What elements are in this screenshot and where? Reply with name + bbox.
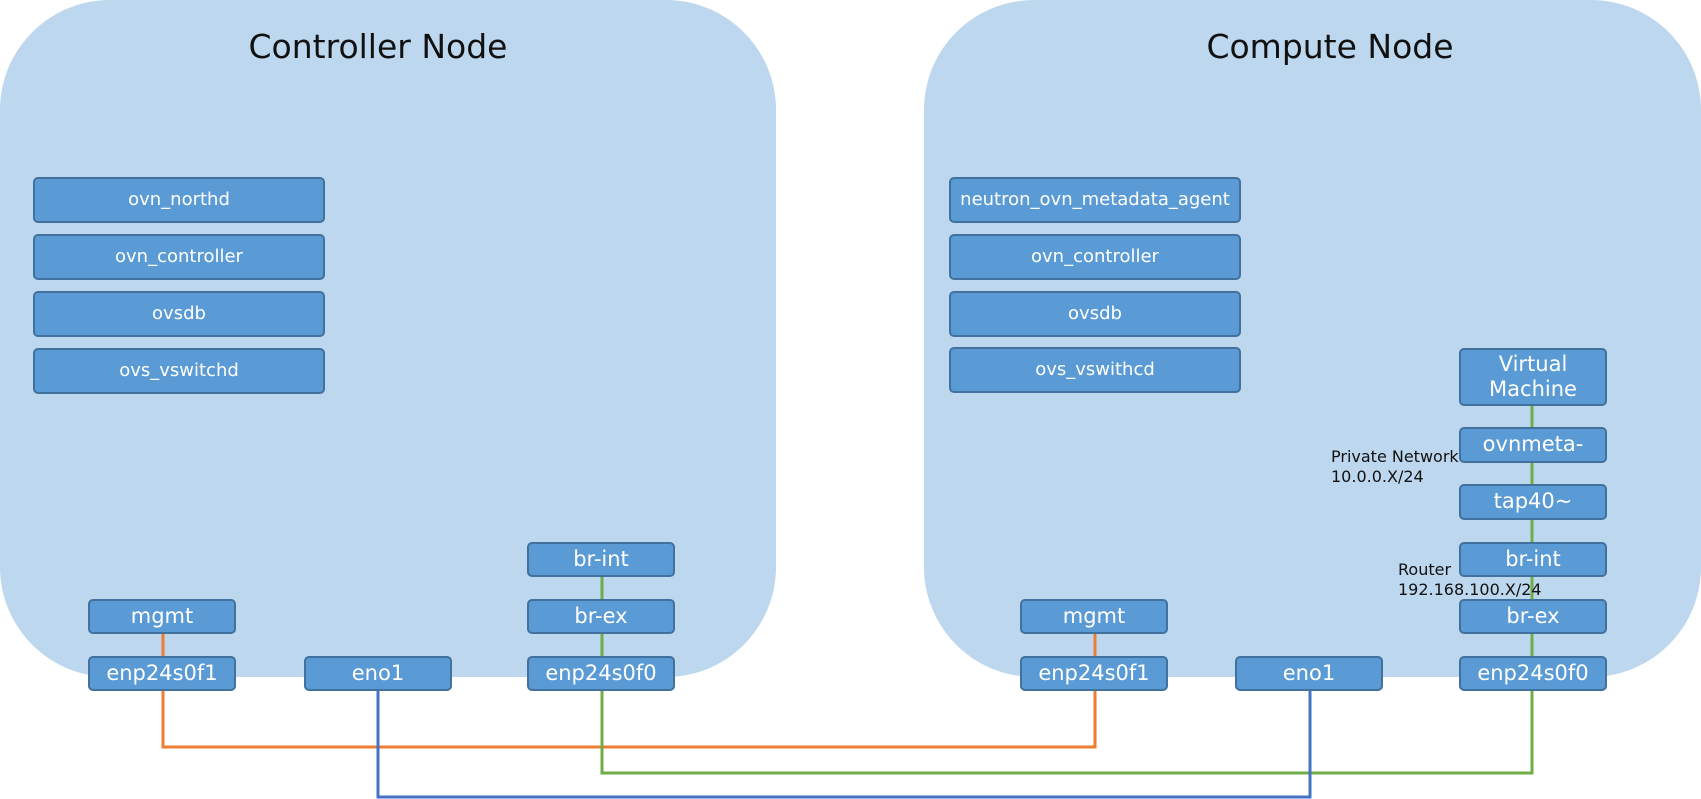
compute-service-ovsdb: ovsdb — [949, 291, 1241, 337]
private-network-label: Private Network — [1331, 447, 1459, 466]
compute-mgmt: mgmt — [1020, 599, 1168, 634]
controller-nic-eno1: eno1 — [304, 656, 452, 691]
controller-service-ovn-controller: ovn_controller — [33, 234, 325, 280]
router-cidr: 192.168.100.X/24 — [1398, 580, 1542, 599]
vm-label-line1: Virtual — [1498, 351, 1568, 376]
external-link — [600, 690, 1534, 775]
compute-service-ovs-vswithcd: ovs_vswithcd — [949, 347, 1241, 393]
controller-br-ex: br-ex — [527, 599, 675, 634]
vm-label-line2: Machine — [1489, 377, 1577, 401]
compute-nic-enp24s0f1: enp24s0f1 — [1020, 656, 1168, 691]
controller-service-ovsdb: ovsdb — [33, 291, 325, 337]
compute-virtual-machine: Virtual Machine — [1459, 348, 1607, 406]
compute-nic-eno1: eno1 — [1235, 656, 1383, 691]
compute-service-neutron-ovn-metadata-agent: neutron_ovn_metadata_agent — [949, 177, 1241, 223]
controller-mgmt: mgmt — [88, 599, 236, 634]
compute-node-title: Compute Node — [1206, 27, 1454, 66]
compute-tap: tap40~ — [1459, 484, 1607, 520]
management-link — [161, 690, 1097, 749]
controller-node-title: Controller Node — [248, 27, 508, 66]
compute-service-ovn-controller: ovn_controller — [949, 234, 1241, 280]
eno1-link — [376, 690, 1312, 799]
compute-ovnmeta: ovnmeta- — [1459, 427, 1607, 463]
controller-service-ovs-vswitchd: ovs_vswitchd — [33, 348, 325, 394]
controller-br-int: br-int — [527, 542, 675, 577]
compute-br-int: br-int — [1459, 542, 1607, 577]
controller-service-ovn-northd: ovn_northd — [33, 177, 325, 223]
controller-nic-enp24s0f0: enp24s0f0 — [527, 656, 675, 691]
controller-nic-enp24s0f1: enp24s0f1 — [88, 656, 236, 691]
router-label: Router — [1398, 560, 1452, 579]
compute-br-ex: br-ex — [1459, 599, 1607, 634]
compute-nic-enp24s0f0: enp24s0f0 — [1459, 656, 1607, 691]
router-annotation: Router 192.168.100.X/24 — [1398, 560, 1542, 600]
private-network-cidr: 10.0.0.X/24 — [1331, 467, 1424, 486]
private-network-annotation: Private Network 10.0.0.X/24 — [1331, 447, 1459, 487]
